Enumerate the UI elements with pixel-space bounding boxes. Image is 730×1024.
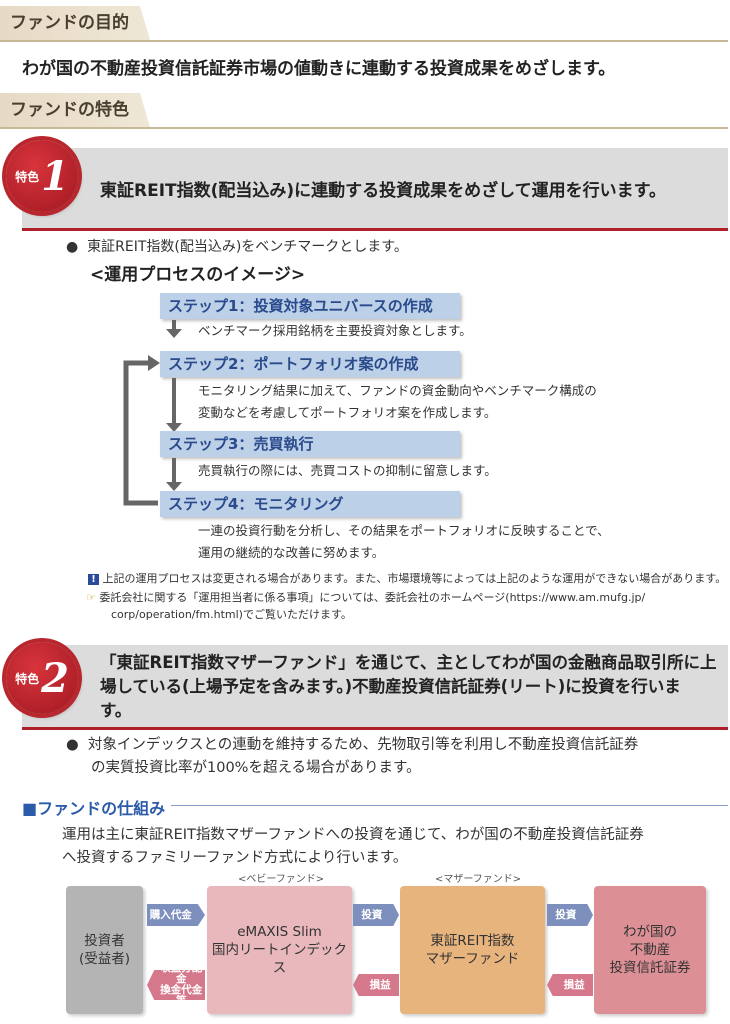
purpose-text: わが国の不動産投資信託証券市場の値動きに連動する投資成果をめざします。 <box>22 59 616 79</box>
feature1-box: 東証REIT指数(配当込み)に連動する投資成果をめざして運用を行います。 <box>22 148 728 231</box>
desc-line: 一連の投資行動を分析し、その結果をポートフォリオに反映することで、 <box>198 523 610 538</box>
bullet-text: 東証REIT指数(配当込み)をベンチマークとします。 <box>87 239 408 255</box>
arrow-label-line: 収益分配金 <box>160 962 203 985</box>
arrow-label: 損益 <box>369 978 391 991</box>
seal-label: 特色 <box>15 169 40 184</box>
bullet-icon: ● <box>66 737 88 753</box>
title-line: 「東証REIT指数マザーファンド」を通じて、主としてわが国の金融商品取引所に上 <box>100 653 717 672</box>
arrow-label: 購入代金 <box>149 908 192 921</box>
box-line: 投資者 <box>84 933 125 949</box>
feature2-title: 「東証REIT指数マザーファンド」を通じて、主としてわが国の金融商品取引所に上場… <box>100 651 717 723</box>
bullet-text: の実質投資比率が100%を超える場合があります。 <box>91 760 421 776</box>
loop-arrow-icon <box>123 355 160 506</box>
target-box: わが国の不動産投資信託証券 <box>594 886 706 1014</box>
box-line: 不動産 <box>629 942 671 958</box>
baby-fund-label: <ベビーファンド> <box>238 874 325 885</box>
feature2-bullet: ● 対象インデックスとの連動を維持するため、先物取引等を利用し不動産投資信託証券… <box>66 734 638 780</box>
distribution-arrow: 収益分配金換金代金等 <box>147 963 205 1007</box>
title-line: 場している(上場予定を含みます。)不動産投資信託証券(リート)に投資を行いま <box>100 677 681 696</box>
box-line: eMAXIS Slim <box>237 924 322 940</box>
invest-arrow: 投資 <box>547 904 593 926</box>
desc-line: モニタリング結果に加えて、ファンドの資金動向やベンチマーク構成の <box>198 383 597 398</box>
feature1-title: 東証REIT指数(配当込み)に連動する投資成果をめざして運用を行います。 <box>100 181 666 201</box>
bullet-icon: ● <box>66 239 88 255</box>
down-arrow-icon <box>166 458 182 491</box>
step-4-desc: 一連の投資行動を分析し、その結果をポートフォリオに反映することで、運用の継続的な… <box>198 520 610 564</box>
step-4: ステップ4：モニタリング <box>160 491 460 517</box>
text-line: 運用は主に東証REIT指数マザーファンドへの投資を通じて、わが国の不動産投資信託… <box>62 827 644 843</box>
step-2-desc: モニタリング結果に加えて、ファンドの資金動向やベンチマーク構成の変動などを考慮し… <box>198 380 597 424</box>
features-header-label: ファンドの特色 <box>0 93 150 127</box>
note-text: corp/operation/fm.html)でご覧いただけます。 <box>111 608 352 621</box>
down-arrow-icon <box>166 320 182 338</box>
investor-box: 投資者 (受益者) <box>66 886 143 1014</box>
scheme-title: ■ファンドの仕組み <box>22 795 172 819</box>
box-line: 国内リートインデックス <box>212 942 347 976</box>
pl-arrow: 損益 <box>353 974 399 996</box>
box-line: 東証REIT指数 <box>430 933 515 949</box>
feature1-bullet: ● 東証REIT指数(配当込み)をベンチマークとします。 <box>66 236 408 256</box>
text-line: へ投資するファミリーファンド方式により行います。 <box>62 850 408 866</box>
scheme-text: 運用は主に東証REIT指数マザーファンドへの投資を通じて、わが国の不動産投資信託… <box>62 824 644 870</box>
box-line: わが国の <box>623 924 677 940</box>
note-1: ! 上記の運用プロセスは変更される場合があります。また、市場環境等によっては上記… <box>88 570 726 586</box>
note-2: ☞ 委託会社に関する「運用担当者に係る事項」については、委託会社のホームページ(… <box>86 589 645 623</box>
purchase-arrow: 購入代金 <box>147 904 205 926</box>
step-2: ステップ2：ポートフォリオ案の作成 <box>160 351 460 377</box>
mother-fund-label: <マザーファンド> <box>435 874 522 885</box>
seal-label: 特色 <box>15 671 40 686</box>
seal-number: 2 <box>41 654 69 702</box>
arrow-label-line: 換金代金等 <box>160 984 203 1007</box>
mother-fund-box: 東証REIT指数マザーファンド <box>400 886 545 1014</box>
step-3-desc: 売買執行の際には、売買コストの抑制に留意します。 <box>198 463 497 478</box>
step-1: ステップ1：投資対象ユニバースの作成 <box>160 293 460 319</box>
desc-line: 変動などを考慮してポートフォリオ案を作成します。 <box>198 405 497 420</box>
feature2-box: 「東証REIT指数マザーファンド」を通じて、主としてわが国の金融商品取引所に上場… <box>22 645 728 730</box>
arrow-label: 投資 <box>555 908 577 921</box>
box-line: マザーファンド <box>425 951 520 967</box>
title-line: す。 <box>100 701 132 720</box>
divider <box>150 805 728 806</box>
purpose-header-label: ファンドの目的 <box>0 6 150 40</box>
step-3: ステップ3：売買執行 <box>160 431 460 457</box>
features-header: ファンドの特色 <box>0 93 728 129</box>
pointing-hand-icon: ☞ <box>86 591 96 604</box>
box-line: 投資信託証券 <box>609 960 691 976</box>
arrow-label: 投資 <box>361 908 383 921</box>
invest-arrow: 投資 <box>353 904 399 926</box>
box-line: (受益者) <box>78 951 131 967</box>
note-text: 委託会社に関する「運用担当者に係る事項」については、委託会社のホームページ(ht… <box>99 591 646 604</box>
process-title: <運用プロセスのイメージ> <box>90 265 306 285</box>
alert-icon: ! <box>88 574 99 585</box>
baby-fund-box: eMAXIS Slim 国内リートインデックス <box>207 886 352 1014</box>
pl-arrow: 損益 <box>547 974 593 996</box>
step-1-desc: ベンチマーク採用銘柄を主要投資対象とします。 <box>198 323 472 338</box>
seal-number: 1 <box>41 152 69 200</box>
arrow-label: 収益分配金換金代金等 <box>157 963 205 1007</box>
desc-line: 運用の継続的な改善に努めます。 <box>198 545 385 560</box>
down-arrow-icon <box>166 378 182 432</box>
bullet-text: 対象インデックスとの連動を維持するため、先物取引等を利用し不動産投資信託証券 <box>87 737 639 753</box>
purpose-header: ファンドの目的 <box>0 6 728 42</box>
note-text: 上記の運用プロセスは変更される場合があります。また、市場環境等によっては上記のよ… <box>102 572 727 585</box>
arrow-label: 損益 <box>563 978 585 991</box>
